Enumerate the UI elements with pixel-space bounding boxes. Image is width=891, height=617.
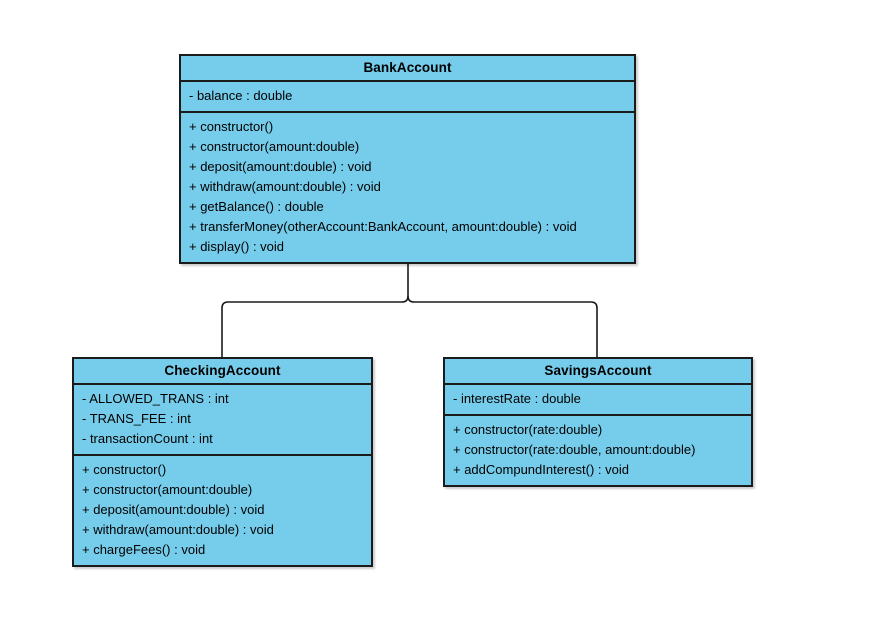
attribute-row: - TRANS_FEE : int bbox=[82, 411, 191, 426]
method-row: + constructor(amount:double) bbox=[82, 482, 253, 497]
method-row: + constructor() bbox=[82, 462, 167, 477]
method-row: + constructor(amount:double) bbox=[189, 139, 360, 154]
method-row: + withdraw(amount:double) : void bbox=[82, 522, 274, 537]
method-row: + transferMoney(otherAccount:BankAccount… bbox=[189, 219, 577, 234]
methods-compartment-bank-account: + constructor() + constructor(amount:dou… bbox=[181, 113, 634, 262]
generalization-branch-checking bbox=[221, 295, 409, 357]
method-row: + deposit(amount:double) : void bbox=[189, 159, 372, 174]
method-row: + display() : void bbox=[189, 239, 285, 254]
method-row: + constructor(rate:double) bbox=[453, 422, 603, 437]
attribute-row: - ALLOWED_TRANS : int bbox=[82, 391, 229, 406]
uml-class-checking-account[interactable]: CheckingAccount - ALLOWED_TRANS : int - … bbox=[72, 357, 373, 567]
method-row: + addCompundInterest() : void bbox=[453, 462, 629, 477]
uml-class-bank-account[interactable]: BankAccount - balance : double + constru… bbox=[179, 54, 636, 264]
generalization-branch-savings bbox=[407, 295, 598, 357]
methods-compartment-checking-account: + constructor() + constructor(amount:dou… bbox=[74, 456, 371, 565]
attributes-compartment-savings-account: - interestRate : double bbox=[445, 385, 751, 416]
attributes-compartment-bank-account: - balance : double bbox=[181, 82, 634, 113]
method-row: + getBalance() : double bbox=[189, 199, 324, 214]
attribute-row: - balance : double bbox=[189, 88, 293, 103]
attribute-row: - transactionCount : int bbox=[82, 431, 213, 446]
methods-compartment-savings-account: + constructor(rate:double) + constructor… bbox=[445, 416, 751, 485]
attribute-row: - interestRate : double bbox=[453, 391, 581, 406]
class-name-savings-account: SavingsAccount bbox=[445, 359, 751, 385]
method-row: + withdraw(amount:double) : void bbox=[189, 179, 381, 194]
class-name-checking-account: CheckingAccount bbox=[74, 359, 371, 385]
method-row: + constructor(rate:double, amount:double… bbox=[453, 442, 696, 457]
class-name-bank-account: BankAccount bbox=[181, 56, 634, 82]
method-row: + deposit(amount:double) : void bbox=[82, 502, 265, 517]
method-row: + constructor() bbox=[189, 119, 274, 134]
attributes-compartment-checking-account: - ALLOWED_TRANS : int - TRANS_FEE : int … bbox=[74, 385, 371, 456]
uml-class-savings-account[interactable]: SavingsAccount - interestRate : double +… bbox=[443, 357, 753, 487]
method-row: + chargeFees() : void bbox=[82, 542, 206, 557]
